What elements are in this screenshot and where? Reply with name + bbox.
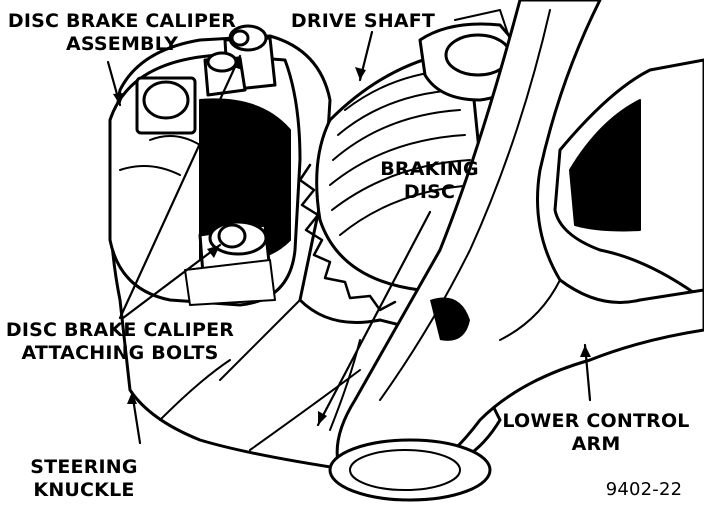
label-caliper-assembly: DISC BRAKE CALIPER ASSEMBLY <box>4 10 240 56</box>
label-drive-shaft-text: DRIVE SHAFT <box>290 10 436 32</box>
figure-number: 9402-22 <box>605 479 683 500</box>
label-caliper-assembly-line2: ASSEMBLY <box>65 33 179 55</box>
label-caliper-bolts-line1: DISC BRAKE CALIPER <box>5 319 235 341</box>
wheel-well <box>553 58 704 302</box>
label-lower-control-arm: LOWER CONTROL ARM <box>498 410 694 456</box>
upper-caliper-bolt <box>203 24 277 97</box>
label-steering-knuckle-line2: KNUCKLE <box>33 479 135 501</box>
label-braking-disc-line2: DISC <box>403 181 456 203</box>
lower-caliper-bolt <box>184 220 276 306</box>
label-caliper-bolts-line2: ATTACHING BOLTS <box>21 342 219 364</box>
label-braking-disc-line1: BRAKING <box>380 158 479 180</box>
leader-lines <box>106 30 592 445</box>
leader-lower-bolt <box>121 243 222 320</box>
lower-control-arm <box>328 0 704 502</box>
label-steering-knuckle: STEERING KNUCKLE <box>24 456 144 502</box>
label-drive-shaft: DRIVE SHAFT <box>288 10 438 33</box>
shadow-detail <box>430 297 470 341</box>
label-caliper-bolts: DISC BRAKE CALIPER ATTACHING BOLTS <box>2 319 238 365</box>
label-steering-knuckle-line1: STEERING <box>30 456 138 478</box>
label-lower-control-arm-line2: ARM <box>571 433 621 455</box>
label-caliper-assembly-line1: DISC BRAKE CALIPER <box>7 10 237 32</box>
leader-braking-disc <box>316 210 432 427</box>
label-braking-disc: BRAKING DISC <box>372 158 487 204</box>
leader-upper-bolt <box>118 54 242 320</box>
label-lower-control-arm-line1: LOWER CONTROL <box>502 410 690 432</box>
leader-arrowheads <box>113 56 591 425</box>
